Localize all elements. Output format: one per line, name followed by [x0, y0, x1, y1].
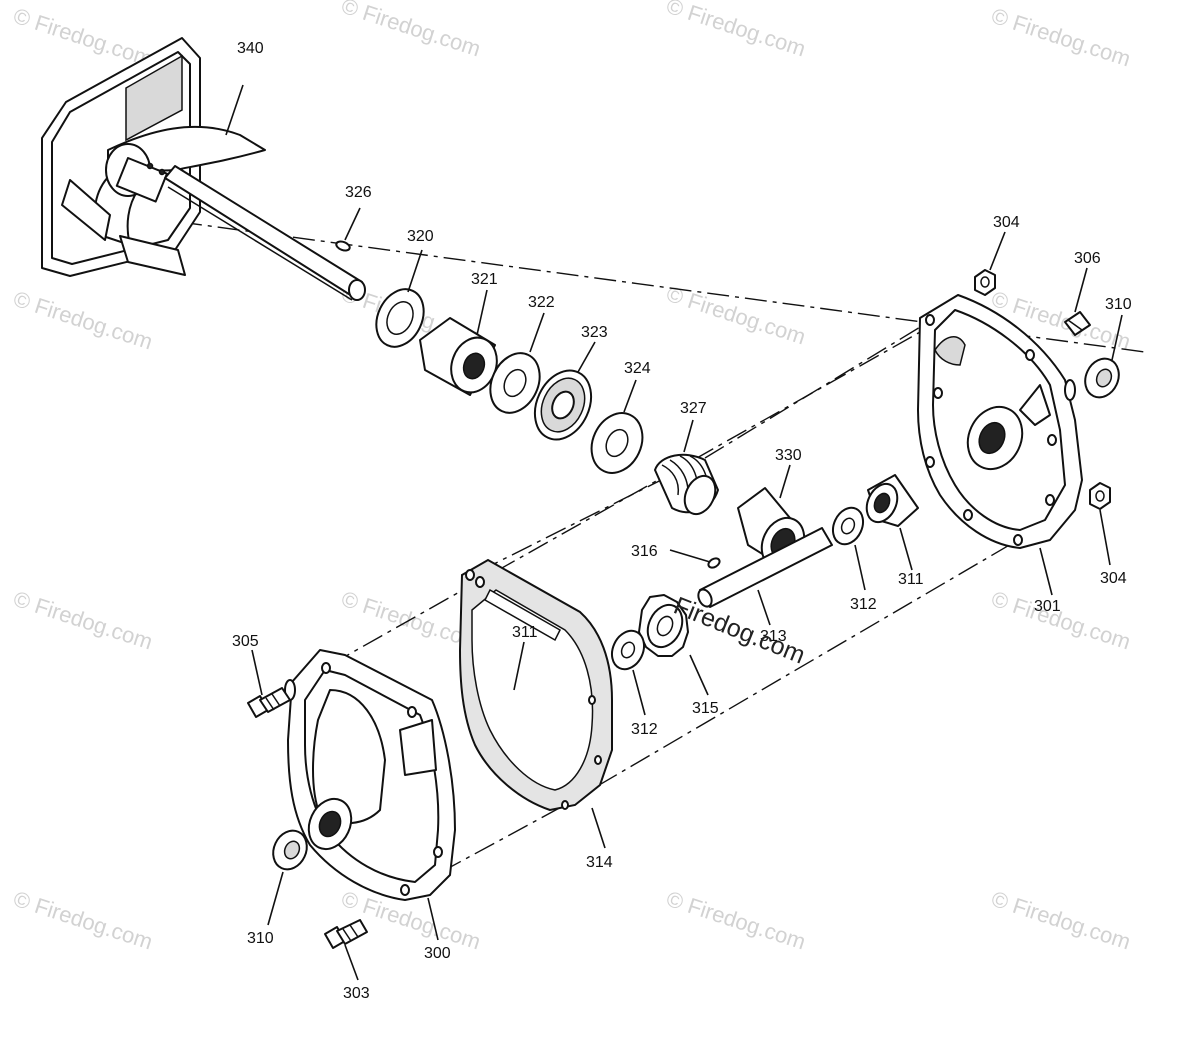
callout-340: 340	[237, 40, 264, 57]
callout-301: 301	[1034, 598, 1061, 615]
watermark: © Firedog.com	[10, 286, 155, 354]
bushing-311-right	[865, 474, 919, 527]
watermark: © Firedog.com	[10, 3, 155, 71]
callout-312-right: 312	[850, 596, 877, 613]
watermark: © Firedog.com	[10, 586, 155, 654]
leader-lines	[225, 84, 1123, 981]
callout-304-bottom: 304	[1100, 570, 1127, 587]
washer-320	[375, 288, 425, 348]
gear-housing-300	[284, 649, 456, 901]
screw-303	[324, 919, 368, 949]
callout-313: 313	[760, 628, 787, 645]
watermark: © Firedog.com	[988, 886, 1133, 954]
callout-303: 303	[343, 985, 370, 1002]
watermark: © Firedog.com	[663, 0, 808, 61]
callout-310-right: 310	[1105, 296, 1132, 313]
watermark: © Firedog.com	[988, 586, 1133, 654]
screw-305	[247, 687, 291, 718]
callout-320: 320	[407, 228, 434, 245]
callout-330: 330	[775, 447, 802, 464]
seal-310-right	[1084, 357, 1120, 399]
callout-300: 300	[424, 945, 451, 962]
washer-322	[489, 352, 541, 414]
watermark: © Firedog.com	[988, 3, 1133, 71]
washer-324	[590, 412, 644, 474]
callout-314: 314	[586, 854, 613, 871]
callout-316: 316	[631, 543, 658, 560]
seal-310-left	[272, 829, 308, 871]
gear-housing-301	[917, 294, 1083, 549]
callout-327: 327	[680, 400, 707, 417]
callout-324: 324	[624, 360, 651, 377]
callout-306: 306	[1074, 250, 1101, 267]
watermark: © Firedog.com	[663, 886, 808, 954]
callout-326: 326	[345, 184, 372, 201]
set-screw-306	[1064, 311, 1091, 336]
nut-304-bottom	[1089, 482, 1111, 510]
key-326	[335, 240, 351, 252]
shaft-313	[697, 527, 833, 608]
callout-315: 315	[692, 700, 719, 717]
watermark: © Firedog.com	[338, 0, 483, 61]
callout-321: 321	[471, 271, 498, 288]
bearing-321	[419, 317, 498, 396]
watermark: © Firedog.com	[10, 886, 155, 954]
callout-311-right: 311	[898, 571, 924, 588]
washer-312-right	[831, 506, 865, 546]
watermark: © Firedog.com	[663, 281, 808, 349]
gasket-314	[458, 558, 613, 812]
callout-311-left: 311	[512, 624, 538, 641]
callout-312-left: 312	[631, 721, 658, 738]
key-316	[707, 557, 721, 569]
washer-312-left	[610, 629, 646, 671]
auger-impeller-340	[41, 37, 366, 301]
nut-304-top	[974, 269, 996, 296]
worm-gear-327	[654, 453, 719, 516]
thrust-bearing-323	[533, 369, 593, 441]
callout-323: 323	[581, 324, 608, 341]
callout-322: 322	[528, 294, 555, 311]
callout-labels: 340 326 320 321 322 323 324 327 330 304 …	[232, 40, 1132, 1002]
callout-304-top: 304	[993, 214, 1020, 231]
callout-310-left: 310	[247, 930, 274, 947]
callout-305: 305	[232, 633, 259, 650]
